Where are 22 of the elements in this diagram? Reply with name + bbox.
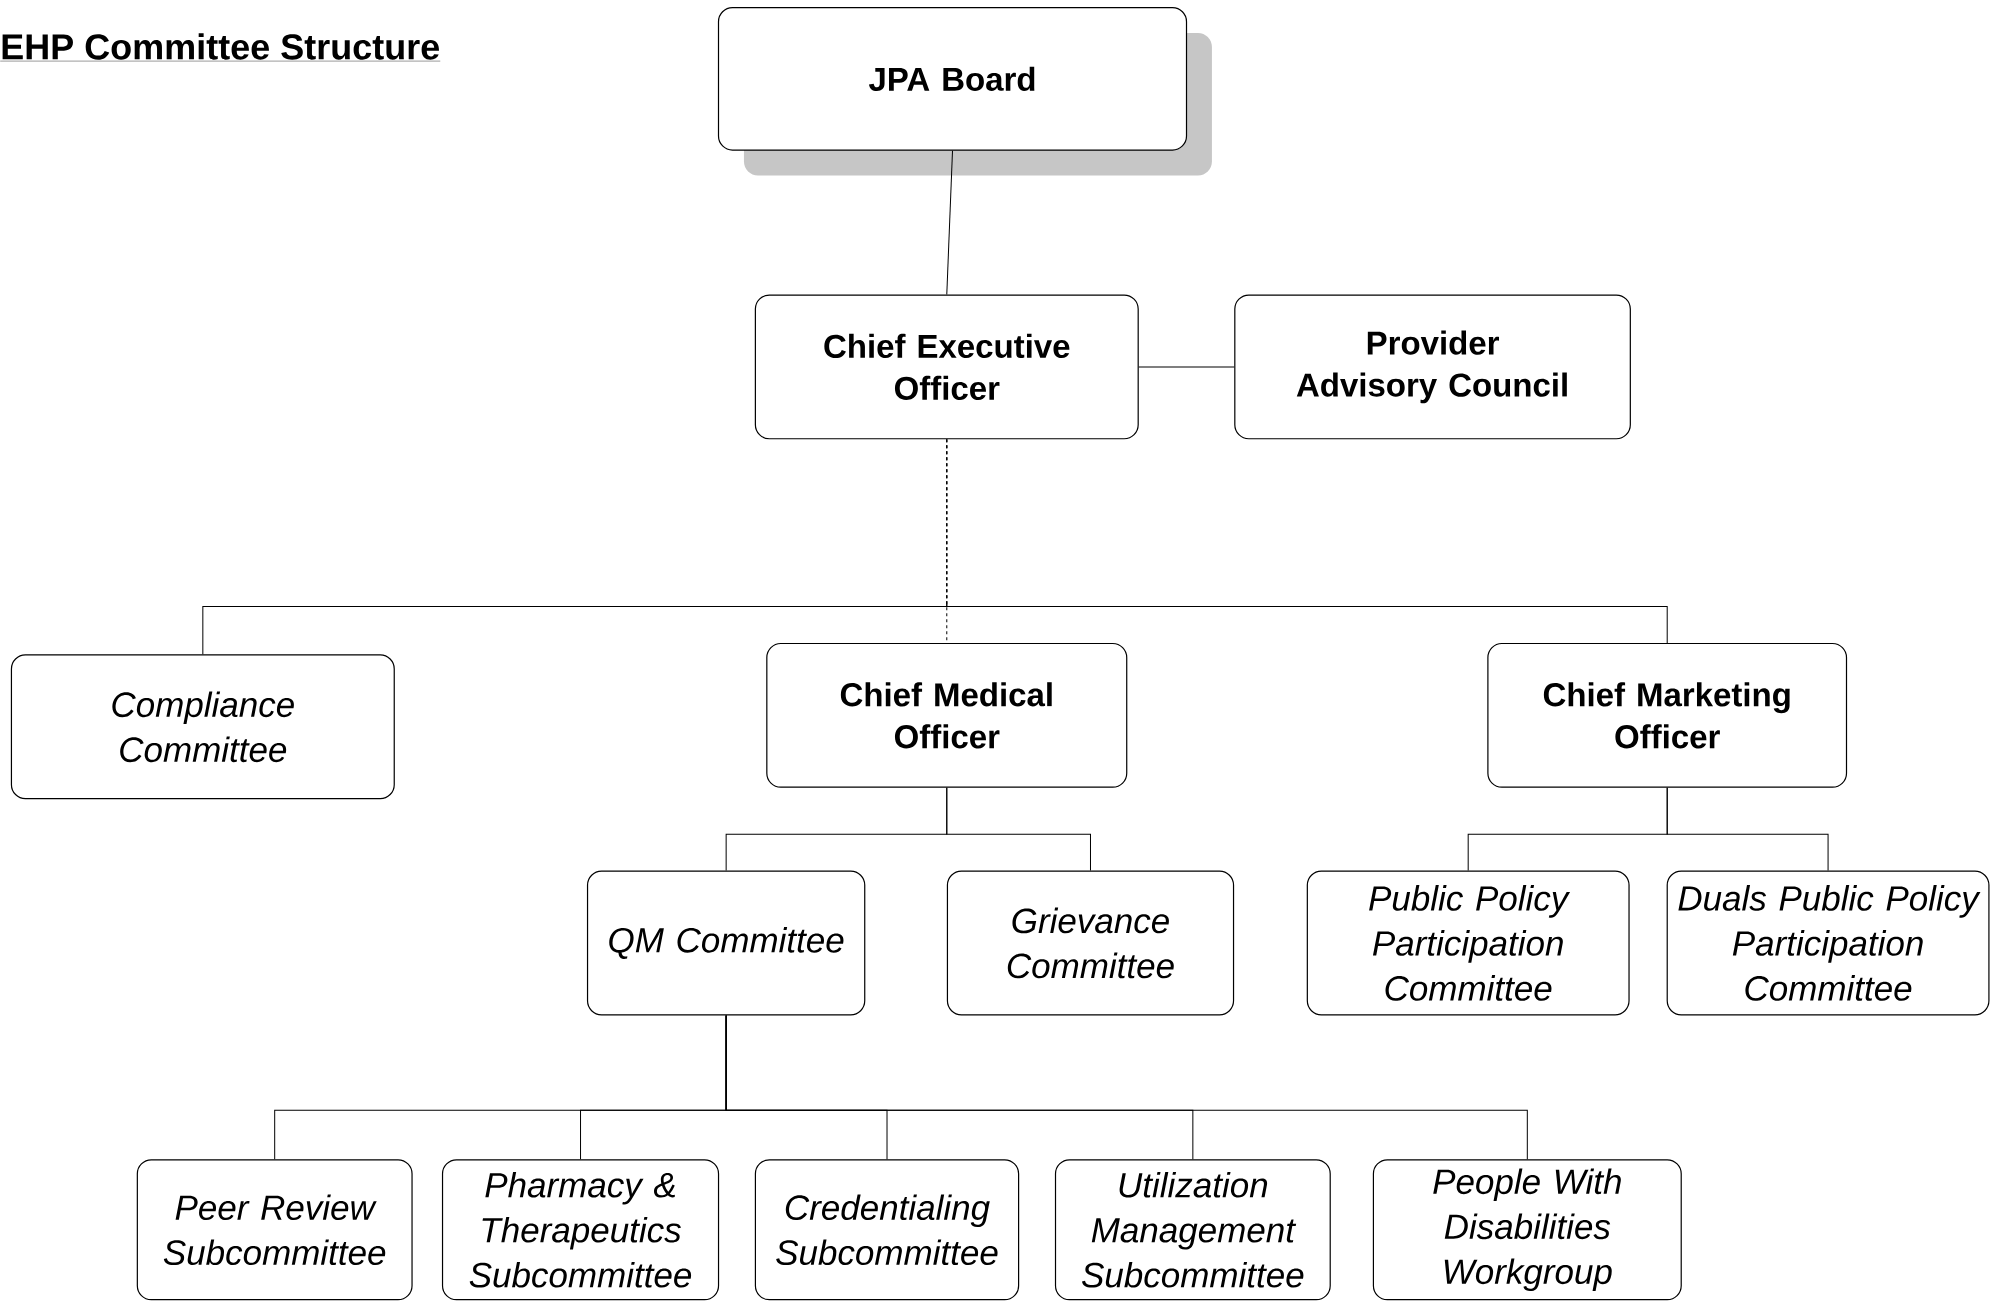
committee-box: Pharmacy & Therapeutics Subcommittee xyxy=(441,1159,720,1301)
title: EHP Committee Structure xyxy=(0,33,441,62)
committee-box: Utilization Management Subcommittee xyxy=(1054,1159,1331,1301)
committee-box: Chief Medical Officer xyxy=(766,642,1128,788)
connector-line xyxy=(1666,787,1829,872)
committee-box: Provider Advisory Council xyxy=(1234,294,1631,440)
connector-line xyxy=(725,1014,1528,1160)
committee-box: Duals Public Policy Participation Committee xyxy=(1666,870,1990,1016)
committee-box: Public Policy Participation Committee xyxy=(1306,870,1630,1016)
committee-box: Grievance Committee xyxy=(946,870,1235,1016)
committee-box: QM Committee xyxy=(586,870,866,1016)
connector-line xyxy=(946,787,1091,872)
committee-box: Chief Marketing Officer xyxy=(1487,642,1848,788)
committee-box: Chief Executive Officer xyxy=(754,294,1139,440)
connector-line xyxy=(946,438,1668,644)
connector-line xyxy=(1138,366,1235,368)
committee-box: Credentialing Subcommittee xyxy=(754,1159,1020,1301)
box-with-shadow: JPA Board xyxy=(717,7,1212,176)
committee-box: Peer Review Subcommittee xyxy=(136,1159,413,1301)
committee-box: People With Disabilities Workgroup xyxy=(1372,1159,1682,1301)
connector-line xyxy=(946,150,953,295)
committee-box: Compliance Committee xyxy=(10,654,395,800)
